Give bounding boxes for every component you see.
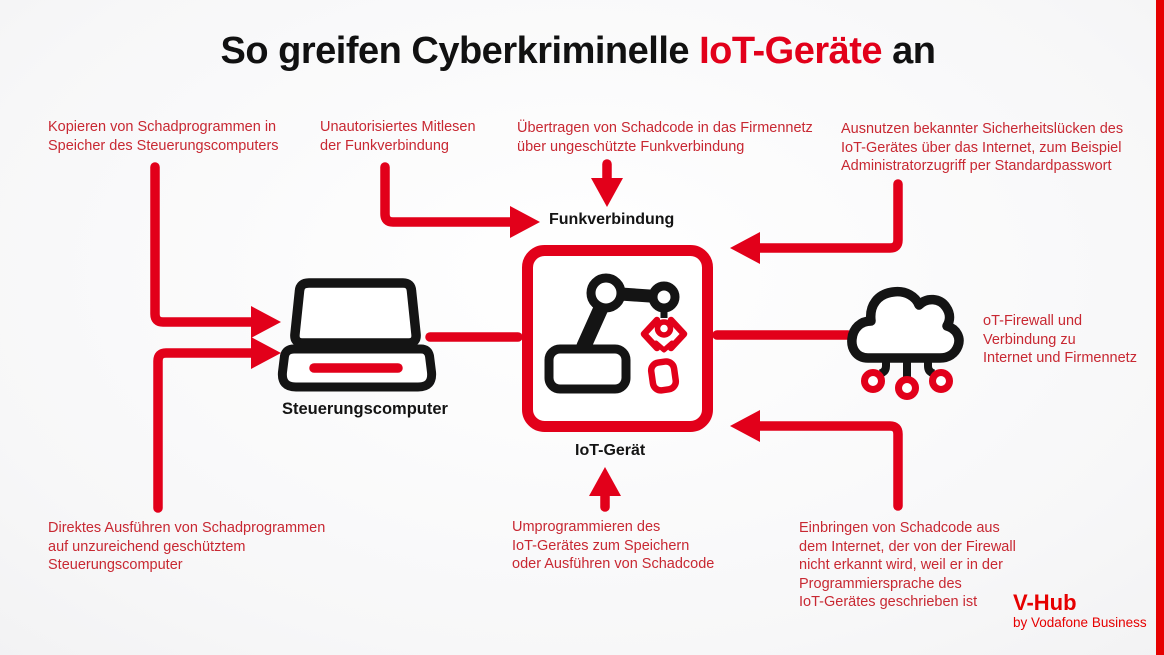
annotation-direct-execution: Direktes Ausführen von Schadprogrammen a… [48,520,326,573]
arrow-copy-malware-to-computer [150,162,281,338]
annotation-exploit-vulns: Ausnutzen bekannter Sicherheitslücken de… [841,121,1124,174]
network-node-icon [895,376,919,400]
network-node-icon [929,369,953,393]
vhub-branding: V-Hub by Vodafone Business [1013,591,1147,631]
arrow-eavesdrop-to-funkverbindung [380,162,540,238]
vhub-logo: V-Hub [1013,590,1077,615]
title-suffix: an [882,30,936,72]
annotation-firewall-connection: oT-Firewall und Verbindung zu Internet u… [983,313,1137,366]
page-title: So greifen Cyberkriminelle IoT-Geräte an [0,30,1156,73]
vhub-byline: by Vodafone Business [1013,615,1147,630]
annotation-eavesdrop: Unautorisiertes Mitlesen der Funkverbind… [320,119,476,154]
laptop-icon [277,278,437,392]
label-funkverbindung: Funkverbindung [549,211,675,228]
label-steuerungscomputer: Steuerungscomputer [282,400,448,418]
claw-icon [640,316,688,353]
annotation-inject-code: Einbringen von Schadcode aus dem Interne… [799,520,1016,610]
annotation-reprogram-device: Umprogrammieren des IoT-Gerätes zum Spei… [512,519,715,572]
cloud-network-icon [847,286,964,400]
arrow-inject-code-to-iot [730,410,903,511]
annotation-copy-malware: Kopieren von Schadprogrammen in Speicher… [48,119,279,154]
right-edge-accent-bar [1156,0,1164,655]
title-prefix: So greifen Cyberkriminelle [220,30,700,72]
arrow-transfer-malcode-down [591,159,623,207]
title-highlight: IoT-Geräte [699,30,883,72]
grabbed-object-icon [647,358,680,394]
annotation-transfer-malcode: Übertragen von Schadcode in das Firmenne… [517,120,813,155]
network-node-icon [861,369,885,393]
label-iot-geraet: IoT-Gerät [575,442,646,459]
arrow-direct-execution-to-computer [153,337,281,513]
arrow-exploit-vulns-to-iot [730,179,903,264]
arrow-reprogram-up [589,467,621,512]
robot-arm-icon [544,273,688,394]
